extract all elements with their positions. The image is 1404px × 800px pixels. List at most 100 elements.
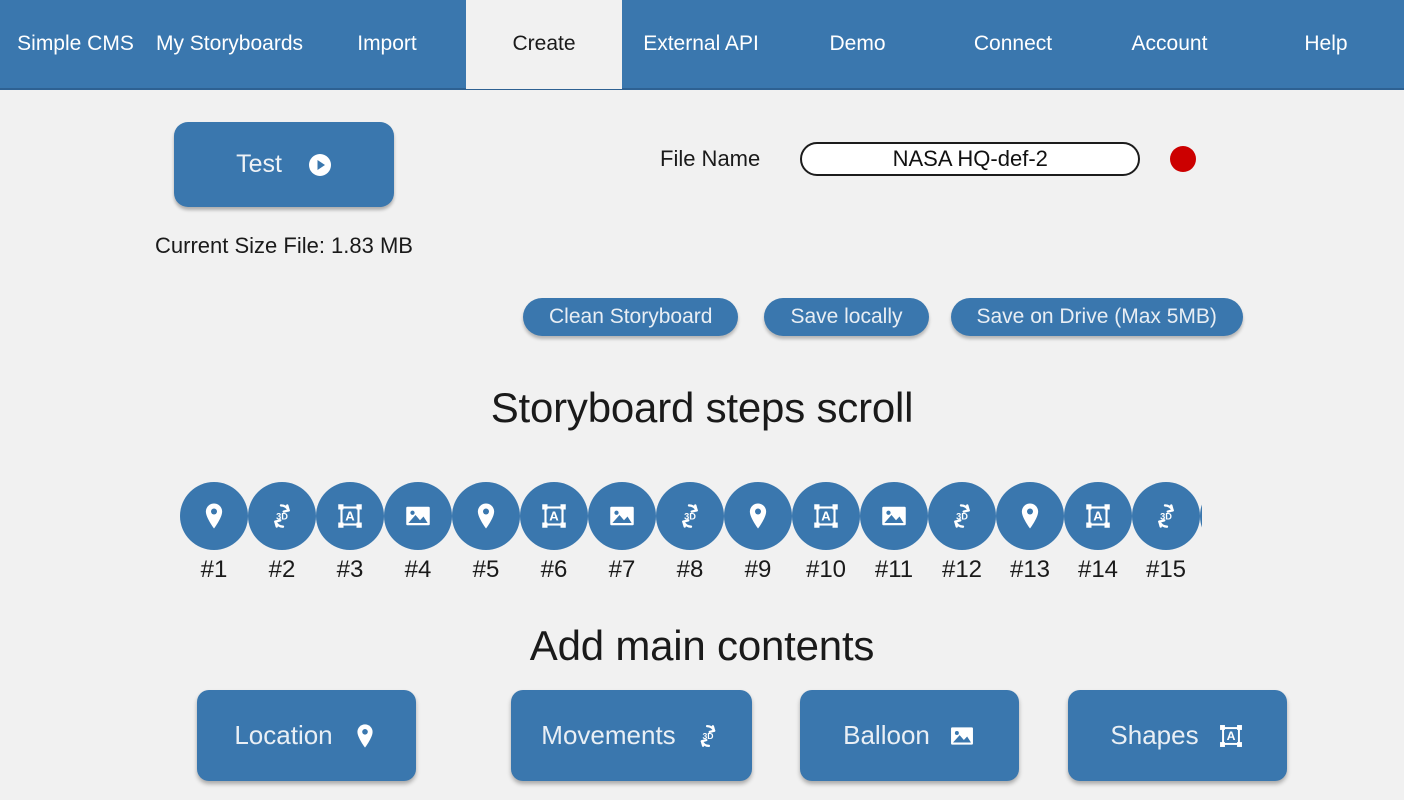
- storyboard-step[interactable]: #11: [860, 482, 928, 584]
- nav-tab-external-api[interactable]: External API: [622, 0, 780, 89]
- location-pin-icon: [471, 501, 501, 531]
- storyboard-step-circle[interactable]: [384, 482, 452, 550]
- storyboard-step[interactable]: A #10: [792, 482, 860, 584]
- clean-storyboard-button[interactable]: Clean Storyboard: [523, 298, 739, 336]
- nav-tab-label: Connect: [973, 32, 1053, 55]
- storyboard-step[interactable]: #7: [588, 482, 656, 584]
- storyboard-step[interactable]: 3D#2: [248, 482, 316, 584]
- rotate-3d-icon: 3D: [267, 501, 297, 531]
- nav-tab-label: Create: [512, 32, 576, 55]
- shape-a-icon: A: [335, 501, 365, 531]
- svg-text:3D: 3D: [276, 511, 288, 521]
- play-circle-icon: [308, 153, 332, 177]
- storyboard-step-circle[interactable]: A: [316, 482, 384, 550]
- storyboard-step-circle[interactable]: 3D: [928, 482, 996, 550]
- storyboard-step[interactable]: #5: [452, 482, 520, 584]
- storyboard-step-circle[interactable]: A: [792, 482, 860, 550]
- add-contents-row: Location Movements 3D Balloon Shapes A: [0, 690, 1404, 782]
- storyboard-step[interactable]: 3D #8: [656, 482, 724, 584]
- rotate-3d-icon: 3D: [675, 501, 705, 531]
- storyboard-step-label: #11: [874, 556, 914, 583]
- image-icon: [948, 722, 976, 750]
- image-icon: [607, 501, 637, 531]
- add-movements-button[interactable]: Movements 3D: [511, 690, 752, 781]
- shape-a-icon: A: [539, 501, 569, 531]
- nav-tab-label: Account: [1131, 32, 1208, 55]
- storyboard-step-label: #4: [404, 556, 432, 583]
- add-shapes-label: Shapes: [1110, 720, 1199, 750]
- storyboard-step-circle[interactable]: [996, 482, 1064, 550]
- storyboard-step-circle[interactable]: [452, 482, 520, 550]
- storyboard-step-circle[interactable]: [1200, 482, 1202, 550]
- nav-tab-label: External API: [643, 32, 759, 55]
- svg-text:3D: 3D: [684, 511, 696, 521]
- file-name-input[interactable]: [800, 142, 1141, 176]
- svg-text:3D: 3D: [956, 511, 968, 521]
- storyboard-step[interactable]: A #14: [1064, 482, 1132, 584]
- storyboard-step-label: #10: [805, 556, 847, 583]
- storyboard-step-label: #16: [1200, 556, 1202, 584]
- file-name-label: File Name: [660, 146, 761, 171]
- storyboard-step-label: #5: [472, 556, 500, 583]
- rotate-3d-icon: 3D: [694, 722, 722, 750]
- location-pin-icon: [351, 722, 379, 750]
- test-block: Test Current Size File: 1.83 MB: [143, 122, 425, 259]
- storyboard-step[interactable]: #9: [724, 482, 792, 584]
- storyboard-step[interactable]: A #6: [520, 482, 588, 584]
- save-locally-button[interactable]: Save locally: [764, 298, 929, 336]
- storyboard-step-label: #7: [608, 556, 636, 583]
- nav-tab-simple-cms[interactable]: Simple CMS: [0, 0, 151, 89]
- svg-text:A: A: [345, 509, 355, 524]
- storyboard-step[interactable]: 3D#12: [928, 482, 996, 584]
- storyboard-step-label: #3: [336, 556, 364, 583]
- nav-tab-import[interactable]: Import: [308, 0, 466, 89]
- nav-tab-connect[interactable]: Connect: [935, 0, 1091, 89]
- test-button[interactable]: Test: [174, 122, 394, 207]
- storyboard-step[interactable]: A #3: [316, 482, 384, 584]
- storyboard-step-circle[interactable]: [180, 482, 248, 550]
- nav-tab-create[interactable]: Create: [466, 0, 622, 89]
- nav-tab-my-storyboards[interactable]: My Storyboards: [151, 0, 308, 89]
- storyboard-step-label: #15: [1145, 556, 1187, 583]
- add-shapes-button[interactable]: Shapes A: [1068, 690, 1287, 781]
- location-pin-icon: [1015, 501, 1045, 531]
- image-icon: [879, 501, 909, 531]
- storyboard-step[interactable]: #1: [180, 482, 248, 584]
- storyboard-step-circle[interactable]: A: [520, 482, 588, 550]
- svg-text:A: A: [549, 509, 559, 524]
- storyboard-step-label: #14: [1077, 556, 1119, 583]
- nav-tab-label: Demo: [829, 32, 886, 55]
- storyboard-step[interactable]: 3D #15: [1132, 482, 1200, 584]
- storyboard-step[interactable]: #4: [384, 482, 452, 584]
- test-button-label: Test: [236, 150, 282, 178]
- save-actions-row: Clean Storyboard Save locally Save on Dr…: [523, 298, 1243, 336]
- storyboard-step-circle[interactable]: 3D: [248, 482, 316, 550]
- add-main-contents-title: Add main contents: [529, 622, 875, 669]
- storyboard-step-circle[interactable]: [860, 482, 928, 550]
- save-on-drive-button[interactable]: Save on Drive (Max 5MB): [950, 298, 1243, 336]
- nav-tab-help[interactable]: Help: [1248, 0, 1404, 89]
- storyboard-step-label: #6: [540, 556, 568, 583]
- nav-tab-label: Simple CMS: [17, 32, 134, 55]
- nav-tab-demo[interactable]: Demo: [780, 0, 935, 89]
- add-movements-label: Movements: [541, 720, 676, 750]
- storyboard-step-circle[interactable]: [588, 482, 656, 550]
- location-pin-icon: [743, 501, 773, 531]
- storyboard-step-circle[interactable]: 3D: [1132, 482, 1200, 550]
- add-location-button[interactable]: Location: [197, 690, 416, 781]
- storyboard-step-label: #8: [676, 556, 704, 583]
- nav-tab-account[interactable]: Account: [1091, 0, 1248, 89]
- storyboard-step-circle[interactable]: [724, 482, 792, 550]
- rotate-3d-icon: 3D: [1151, 501, 1181, 531]
- status-indicator-dot: [1170, 146, 1197, 172]
- storyboard-step[interactable]: #13: [996, 482, 1064, 584]
- add-balloon-label: Balloon: [843, 720, 930, 750]
- rotate-3d-icon: 3D: [947, 501, 977, 531]
- shape-a-icon: A: [1217, 722, 1245, 750]
- storyboard-step[interactable]: #16: [1200, 482, 1202, 584]
- storyboard-step-circle[interactable]: 3D: [656, 482, 724, 550]
- storyboard-step-circle[interactable]: A: [1064, 482, 1132, 550]
- add-balloon-button[interactable]: Balloon: [800, 690, 1019, 781]
